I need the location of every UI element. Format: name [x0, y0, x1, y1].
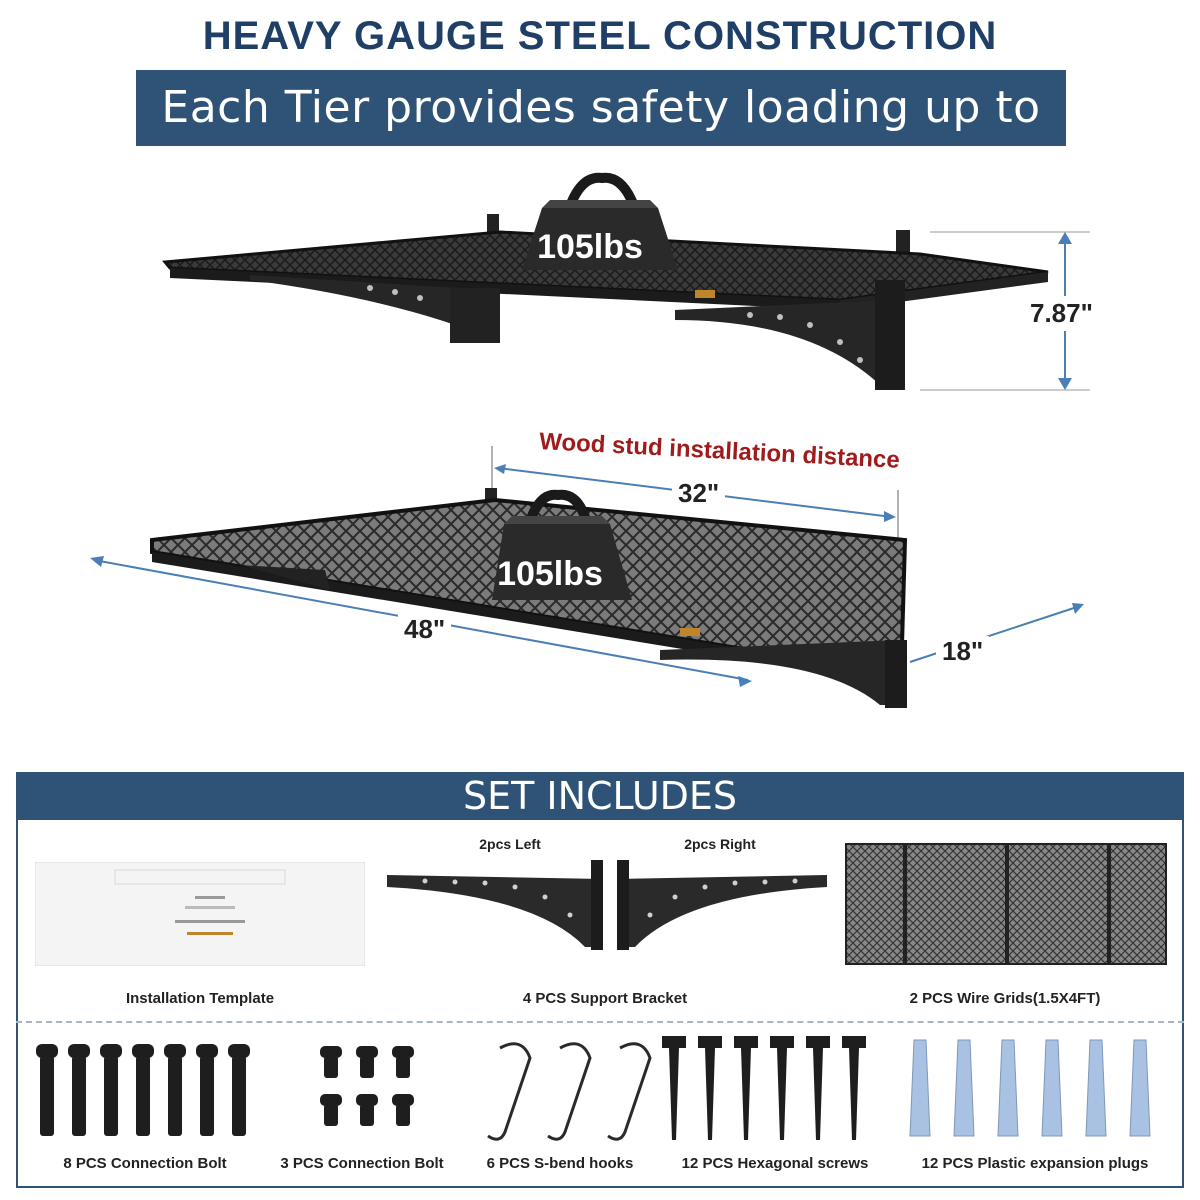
stud-dimension-label: 32": [672, 478, 726, 509]
item-caption-plastic-plugs: 12 PCS Plastic expansion plugs: [921, 1155, 1149, 1172]
support-brackets-image: [387, 860, 827, 950]
item-caption-s-bend-hooks: 6 PCS S-bend hooks: [486, 1155, 634, 1172]
length-dimension-label: 48": [398, 614, 452, 645]
bottom-left-bracket: [240, 565, 330, 590]
item-caption-wire-grids: 2 PCS Wire Grids(1.5X4FT): [909, 990, 1101, 1007]
bracket-right: [617, 875, 827, 947]
height-dimension-label: 7.87": [1030, 296, 1093, 331]
bracket-right-label: 2pcs Right: [684, 836, 756, 852]
set-includes-title: SET INCLUDES: [16, 772, 1184, 820]
bottom-weight-block: [492, 524, 632, 600]
connection-bolts-long: [36, 1044, 250, 1136]
sub-headline-banner: Each Tier provides safety loading up to …: [136, 70, 1066, 209]
installation-template-image: [35, 862, 365, 966]
item-caption-support-bracket: 4 PCS Support Bracket: [522, 990, 688, 1007]
s-bend-hooks: [487, 1042, 652, 1141]
hardware-images: [36, 1036, 1151, 1141]
bracket-left-label: 2pcs Left: [479, 836, 541, 852]
depth-dimension-label: 18": [936, 636, 990, 667]
bracket-left: [387, 875, 603, 947]
wire-grids-image: [845, 843, 1167, 965]
hexagonal-screws: [662, 1036, 866, 1140]
headline: HEAVY GAUGE STEEL CONSTRUCTION: [202, 14, 998, 58]
connection-bolts-short: [320, 1046, 414, 1126]
top-weight-block: [522, 208, 678, 270]
top-shelf-illustration: 105lbs: [162, 172, 1090, 391]
set-includes-divider: [16, 1021, 1184, 1023]
top-right-bracket: [675, 300, 900, 385]
item-caption-connection-bolt-8: 8 PCS Connection Bolt: [63, 1155, 227, 1172]
item-caption-installation-template: Installation Template: [125, 990, 275, 1007]
item-caption-connection-bolt-3: 3 PCS Connection Bolt: [280, 1155, 444, 1172]
top-left-bracket: [250, 275, 495, 340]
plastic-expansion-plugs: [909, 1039, 1151, 1137]
item-caption-hexagonal-screws: 12 PCS Hexagonal screws: [681, 1155, 869, 1172]
top-weight-handle: [563, 172, 641, 214]
bottom-right-bracket: [660, 640, 906, 705]
top-weight-label: 105lbs: [537, 228, 643, 266]
bottom-shelf-illustration: 105lbs: [90, 446, 1084, 708]
bottom-weight-handle: [523, 489, 593, 530]
bottom-weight-label: 105lbs: [497, 555, 603, 593]
